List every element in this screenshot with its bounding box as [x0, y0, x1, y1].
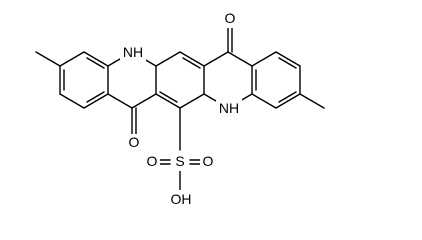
sulfonyl-oxygen-right-label: O: [203, 153, 214, 169]
carbonyl-oxygen-bottom-label: O: [129, 134, 140, 150]
chemical-structure-diagram: NH NH O O S O O OH: [35, 10, 325, 208]
nh-top-label: NH: [123, 44, 143, 60]
hydroxyl-label: OH: [171, 191, 192, 207]
atom-labels: NH NH O O S O O OH: [120, 10, 242, 208]
sulfur-label: S: [175, 153, 184, 169]
carbonyl-oxygen-top-label: O: [225, 10, 236, 26]
sulfonyl-oxygen-left-label: O: [147, 153, 158, 169]
nh-bottom-label: NH: [219, 100, 239, 116]
